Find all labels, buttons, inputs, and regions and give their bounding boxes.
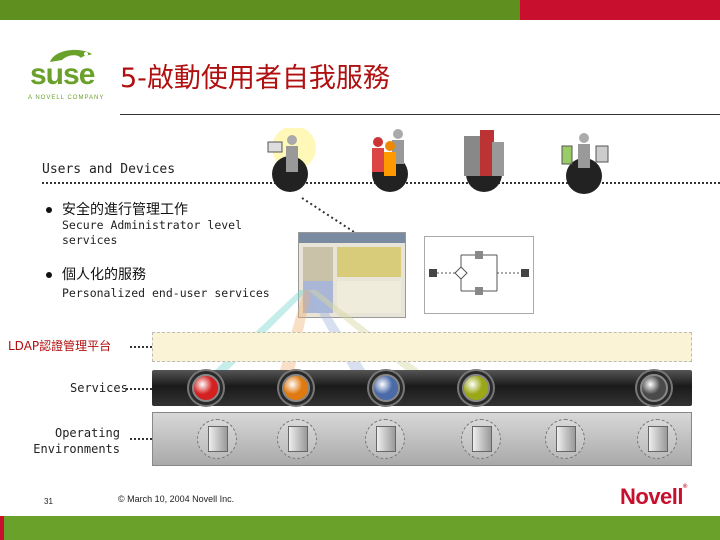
bullet-subtext-line: Personalized end-user services xyxy=(62,286,270,300)
ldap-layer-label: LDAP認證管理平台 xyxy=(8,339,112,353)
admin-console-screenshot xyxy=(298,232,406,318)
ldap-dotted-line xyxy=(130,346,152,348)
bullet-subtext: Secure Administrator level services xyxy=(62,218,242,248)
top-bar-green xyxy=(0,0,520,20)
services-dotted-line xyxy=(126,388,152,390)
logo-tagline: A NOVELL COMPANY xyxy=(28,95,105,101)
operating-environments-bar xyxy=(152,412,692,466)
mobile-devices-icon xyxy=(558,128,612,200)
bottom-bar-green xyxy=(4,516,720,540)
bottom-color-bar xyxy=(0,516,720,540)
operating-environments-label: Operating Environments xyxy=(30,425,120,457)
bullet-personalized: 個人化的服務 xyxy=(46,264,146,284)
bullet-subtext-line: Secure Administrator level xyxy=(62,218,243,232)
copyright-text: © March 10, 2004 Novell Inc. xyxy=(118,494,235,504)
server-icon xyxy=(197,419,237,459)
workflow-diagram-thumbnail xyxy=(424,236,534,314)
top-color-bar xyxy=(0,0,720,20)
bullet-secure-admin: 安全的進行管理工作 xyxy=(46,199,188,219)
operating-label-line: Operating xyxy=(54,426,120,440)
group-users-icon xyxy=(366,124,416,198)
logo-wordmark: suse xyxy=(30,58,95,91)
bottom-bar-red xyxy=(0,516,4,540)
ldap-layer-bar xyxy=(152,332,692,362)
server-icon xyxy=(637,419,677,459)
bullet-title: 個人化的服務 xyxy=(62,267,146,283)
chameleon-icon xyxy=(50,49,92,62)
services-layer-label: Services xyxy=(70,381,128,395)
users-devices-label: Users and Devices xyxy=(42,162,176,177)
service-ball xyxy=(462,374,490,402)
os-dotted-line xyxy=(130,438,152,440)
top-bar-red xyxy=(520,0,720,20)
service-ball xyxy=(640,374,668,402)
novell-wordmark: Novell xyxy=(620,484,684,509)
service-ball xyxy=(282,374,310,402)
server-icon xyxy=(277,419,317,459)
bullet-title: 安全的進行管理工作 xyxy=(62,202,188,218)
title-divider xyxy=(120,114,720,115)
workstation-icon xyxy=(365,419,405,459)
bullet-subtext-line: services xyxy=(62,233,118,247)
admin-user-icon xyxy=(262,126,322,198)
operating-label-line: Environments xyxy=(33,442,120,456)
building-icon xyxy=(458,126,508,198)
suse-logo: suse A NOVELL COMPANY xyxy=(26,46,106,108)
server-icon xyxy=(461,419,501,459)
service-ball xyxy=(192,374,220,402)
bullet-dot xyxy=(46,272,52,278)
service-ball xyxy=(372,374,400,402)
connector-line xyxy=(301,197,355,233)
page-title: 5-啟動使用者自我服務 xyxy=(120,63,390,94)
bullet-dot xyxy=(46,207,52,213)
services-layer-bar xyxy=(152,370,692,406)
novell-logo: Novell® xyxy=(620,484,687,509)
page-number: 31 xyxy=(44,497,53,506)
server-rack-icon xyxy=(545,419,585,459)
bullet-subtext: Personalized end-user services xyxy=(62,286,270,301)
